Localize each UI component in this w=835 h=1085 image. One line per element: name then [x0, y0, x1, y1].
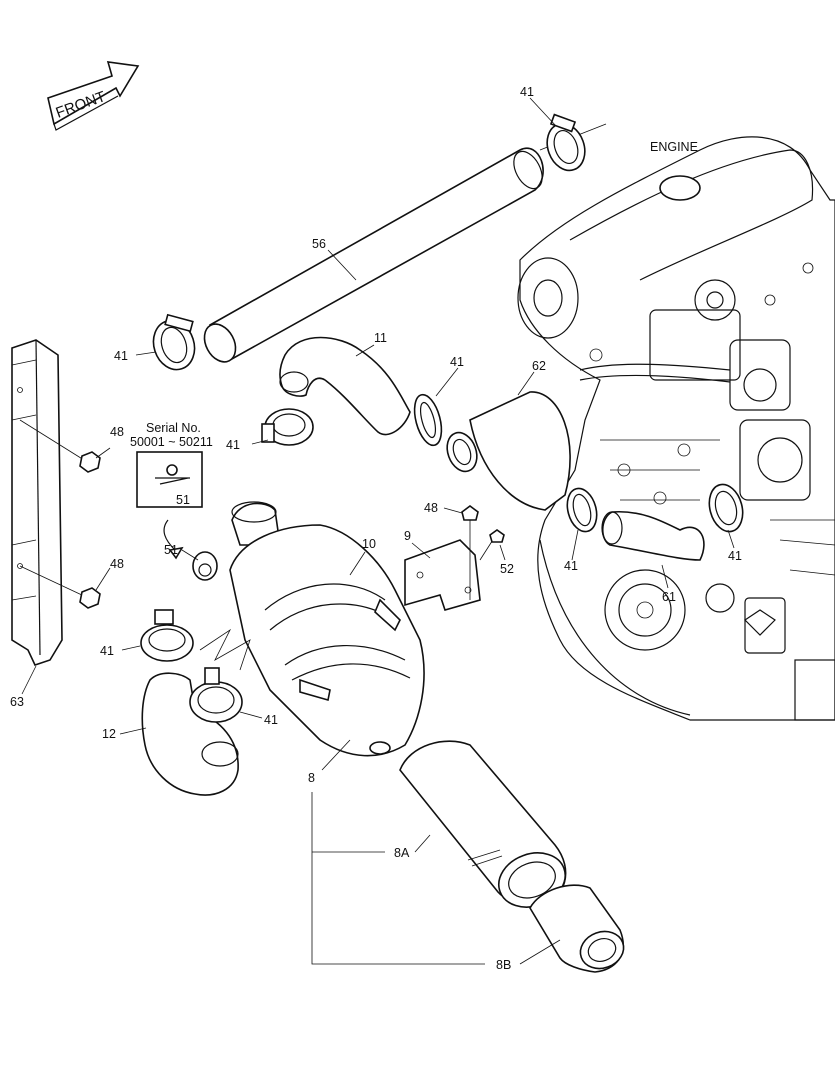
callout-11: 11: [374, 331, 387, 345]
serial-box-part: 51: [176, 493, 190, 507]
leader-lines: [21, 97, 735, 965]
hose-clamp-41-upper-hose: [261, 408, 314, 446]
callout-8A: 8A: [394, 846, 410, 860]
callout-41-upper-hose: 41: [226, 438, 240, 452]
air-cleaner-10: [229, 501, 425, 757]
callout-41-right-b: 41: [728, 549, 742, 563]
callout-9: 9: [404, 529, 411, 543]
hose-clamp-41-right-b: [708, 483, 744, 533]
pipe-56: [203, 147, 544, 363]
callout-56: 56: [312, 237, 326, 251]
callout-52: 52: [500, 562, 514, 576]
bolt-48-bracket: [461, 505, 479, 600]
front-direction-arrow: FRONT: [47, 61, 140, 131]
rail-63: [11, 339, 63, 666]
serial-box-line1: Serial No.: [146, 421, 201, 435]
bracket-9: [404, 539, 481, 611]
hose-clamp-41-top: [539, 113, 607, 172]
callout-41-mid: 41: [450, 355, 464, 369]
bolt-48-rail-top: [19, 419, 101, 473]
valve-51: [192, 551, 218, 581]
filter-element-8B: [529, 884, 625, 973]
callout-41-lower-right: 41: [264, 713, 278, 727]
callout-48-bracket: 48: [424, 501, 438, 515]
callout-8B: 8B: [496, 958, 511, 972]
pre-cleaner-62: [446, 391, 571, 511]
callout-48-rail-top: 48: [110, 425, 124, 439]
hose-clamp-41-lower-right: [189, 667, 243, 723]
serial-box-line2: 50001 ~ 50211: [130, 435, 213, 449]
callout-62: 62: [532, 359, 546, 373]
elbow-61: [601, 510, 705, 561]
hose-clamp-41-pipe-left: [152, 313, 196, 371]
callout-48-rail-bottom: 48: [110, 557, 124, 571]
hose-clamp-41-mid: [413, 393, 443, 447]
hose-12: [141, 672, 239, 796]
hose-clamp-41-right-a: [566, 487, 598, 533]
callout-12: 12: [102, 727, 116, 741]
callout-63: 63: [10, 695, 24, 709]
callout-41-top: 41: [520, 85, 534, 99]
engine-assembly: [517, 136, 835, 721]
engine-label: ENGINE: [650, 140, 698, 154]
zigzag-connector: [199, 628, 251, 671]
callout-8: 8: [308, 771, 315, 785]
callout-41-pipe-left: 41: [114, 349, 128, 363]
filter-element-8A: [399, 740, 567, 908]
callout-10: 10: [362, 537, 376, 551]
callout-41-right-a: 41: [564, 559, 578, 573]
bolt-52: [479, 529, 505, 561]
serial-number-inset: [136, 451, 203, 560]
hose-11: [279, 336, 411, 436]
callout-61: 61: [662, 590, 676, 604]
callout-41-lower-left: 41: [100, 644, 114, 658]
hose-clamp-41-lower-left: [140, 609, 194, 662]
callout-51: 51: [164, 543, 178, 557]
bolt-48-rail-bottom: [19, 565, 101, 609]
